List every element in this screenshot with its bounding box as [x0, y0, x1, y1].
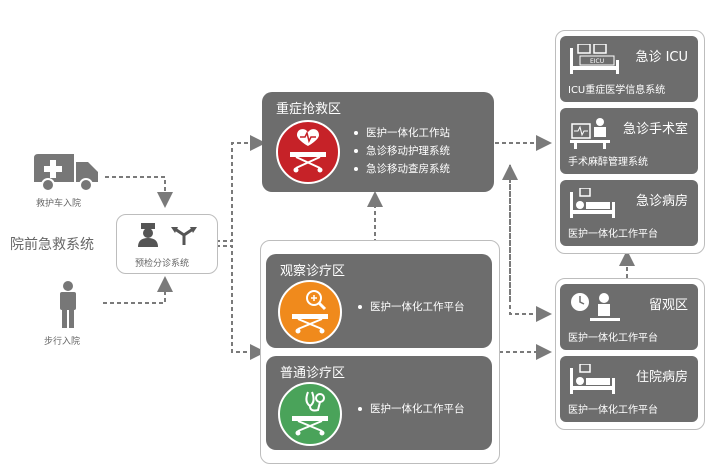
critical-zone: 重症抢救区 医护一体化工作站 急诊移动护理系统 急诊移动查房系统 — [262, 92, 494, 192]
general-zone: 普通诊疗区 医护一体化工作平台 — [266, 356, 492, 450]
observation-zone-title: 观察诊疗区 — [280, 264, 346, 279]
split-arrows-icon — [171, 227, 197, 245]
connector-triage-critical — [216, 135, 266, 242]
inpatient-box: 住院病房 医护一体化工作平台 — [560, 356, 698, 422]
ward-box: 急诊病房 医护一体化工作平台 — [560, 180, 698, 246]
surgery-box: 急诊手术室 手术麻醉管理系统 — [560, 108, 698, 174]
general-zone-title: 普通诊疗区 — [280, 366, 346, 381]
ambulance-icon — [32, 152, 102, 192]
surgery-subtitle: 手术麻醉管理系统 — [568, 157, 648, 168]
list-item: 医护一体化工作站 — [352, 124, 450, 142]
list-item: 急诊移动护理系统 — [352, 142, 450, 160]
list-item: 急诊移动查房系统 — [352, 160, 450, 178]
ward-title: 急诊病房 — [635, 194, 688, 209]
surgery-icon — [570, 118, 610, 149]
general-stretcher-icon — [278, 382, 342, 446]
icu-icon-text: EICU — [590, 58, 604, 65]
ambulance-label: 救护车入院 — [36, 199, 82, 209]
inpatient-title: 住院病房 — [635, 370, 688, 385]
triage-label: 预检分诊系统 — [135, 259, 190, 269]
observe-box: 留观区 医护一体化工作平台 — [560, 284, 698, 350]
observe-subtitle: 医护一体化工作平台 — [568, 333, 658, 344]
inpatient-bed-icon — [570, 364, 615, 394]
connector-triage-general — [216, 245, 266, 360]
icu-subtitle: ICU重症医学信息系统 — [568, 85, 666, 96]
ward-subtitle: 医护一体化工作平台 — [568, 229, 658, 240]
list-item: 医护一体化工作平台 — [356, 298, 465, 316]
ward-bed-icon — [570, 188, 615, 218]
icu-box: EICU 急诊 ICU ICU重症医学信息系统 — [560, 36, 698, 102]
critical-zone-title: 重症抢救区 — [276, 102, 342, 117]
general-zone-list: 医护一体化工作平台 — [356, 400, 465, 418]
person-icon — [56, 280, 80, 330]
walk-label: 步行入院 — [44, 337, 81, 347]
connector-walk-triage — [103, 276, 173, 304]
critical-zone-list: 医护一体化工作站 急诊移动护理系统 急诊移动查房系统 — [352, 124, 450, 178]
system-label: 院前急救系统 — [10, 237, 94, 253]
observation-stretcher-icon — [278, 280, 342, 344]
list-item: 医护一体化工作平台 — [356, 400, 465, 418]
observation-zone: 观察诊疗区 医护一体化工作平台 — [266, 254, 492, 348]
observation-zone-list: 医护一体化工作平台 — [356, 298, 465, 316]
triage-box: 预检分诊系统 — [116, 214, 218, 274]
inpatient-subtitle: 医护一体化工作平台 — [568, 405, 658, 416]
critical-stretcher-icon — [276, 120, 340, 184]
observe-icon — [571, 293, 620, 321]
nurse-icon — [138, 223, 158, 247]
icu-bed-icon: EICU — [570, 44, 619, 74]
surgery-title: 急诊手术室 — [622, 122, 688, 137]
observe-title: 留观区 — [648, 298, 688, 313]
connector-ambulance-triage — [105, 176, 173, 208]
connector-critical-observe — [509, 165, 552, 322]
icu-title: 急诊 ICU — [635, 50, 688, 65]
